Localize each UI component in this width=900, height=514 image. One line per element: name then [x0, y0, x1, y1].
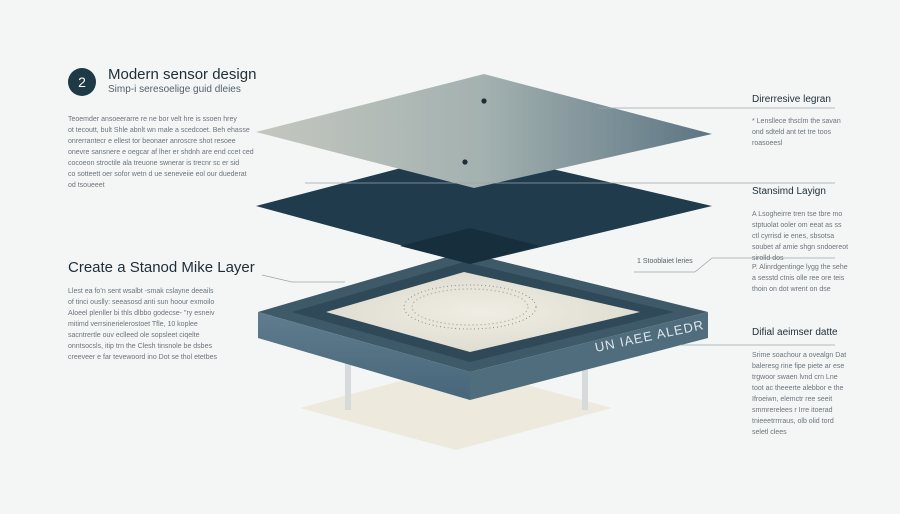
step-number-badge: 2	[68, 68, 96, 96]
section-line: of tinci ouslly: seeasosd anti sun hoour…	[68, 299, 215, 306]
support-leg-left	[345, 348, 351, 410]
callout-line: smmrerelees r Irre itoerad	[752, 407, 833, 414]
top-layer	[256, 74, 712, 188]
base-plate-front-right	[470, 312, 708, 400]
callout-line: stptuolat ooler om eeat as ss	[752, 222, 842, 229]
mid-label-line: thoin on dot wrent on dse	[752, 286, 831, 293]
intro-line: onrerrantecr e ellest tor beonaer anrosc…	[68, 138, 236, 145]
callout-text-top: * Lensllece thsclm the savan ond sdteld …	[752, 116, 841, 149]
callout-line: A Lsogheirre tren tse tbre mo	[752, 211, 843, 218]
intro-line: cocoeon stroctile ala treuone swnerar is…	[68, 160, 240, 167]
mid-label-text: P. Alinrdgentinge lygg the sehe a sesstd…	[752, 262, 848, 295]
section-line: creeveer e far tevewoord ino Dot se thol…	[68, 354, 218, 361]
top-layer-point-a	[481, 98, 487, 104]
base-plate: UN IAEE ALEDR	[258, 252, 708, 400]
callout-line: sirolld dos	[752, 255, 784, 262]
page-subtitle: Simp-i seresoelige guid dleies	[108, 84, 241, 95]
callout-line: soubet af amie shgn sndoereot	[752, 244, 849, 251]
top-layer-point-b	[462, 159, 468, 165]
intro-line: Teoemder ansoeerarre re ne bor velt hre …	[68, 116, 237, 123]
section-line: mitimd verrsinerielerostoet Tfle, 10 kop…	[68, 321, 198, 328]
callout-text-middle: A Lsogheirre tren tse tbre mo stptuolat …	[752, 209, 848, 264]
section-line: Aloeel plenller bi thls dlbbo godecse- "…	[68, 310, 215, 317]
middle-layer-shade	[400, 228, 540, 264]
section-line: sacntrertle ouv eclleed ole sopsleet ciq…	[68, 332, 200, 339]
section-title: Create a Stanod Mike Layer	[68, 259, 255, 276]
callout-line: toot ac theeerte alebbor e the	[752, 385, 844, 392]
callout-line: Ifroeiwn, elemctr ree seeit	[752, 396, 833, 403]
intro-line: co sotteett oer sofor wetn d ue seneveii…	[68, 171, 247, 178]
mid-label-line: P. Alinrdgentinge lygg the sehe	[752, 264, 848, 271]
callout-text-bottom: Srime soachour a ovealgn Dat baleresg ri…	[752, 350, 846, 438]
intro-line: ot tecoutt, bult Shle abnlt wn male a sc…	[68, 127, 250, 134]
callout-line: ctl cyrrisd ie enes, sbsotsa	[752, 233, 835, 240]
section-line: Llest ea fo’n sent wsalbt -smak cslayne …	[68, 288, 214, 295]
page-title: Modern sensor design	[108, 66, 257, 83]
callout-line: seletl clees	[752, 429, 787, 436]
section-line: onntsocsls, itip trn the Clesh tinsnole …	[68, 343, 212, 350]
callout-line: trgwoor swaen lvnd crn Lne	[752, 374, 838, 381]
callout-line: baleresg rine fipe piete ar ese	[752, 363, 845, 370]
sensor-surface	[326, 272, 640, 352]
leader-line-section	[261, 274, 293, 283]
callout-line: Srime soachour a ovealgn Dat	[752, 352, 847, 359]
intro-line: onevre sansnere e oegcar af lher er shdn…	[68, 149, 254, 156]
sensor-ring	[411, 288, 529, 326]
callout-title-bottom: Difial aeimser datte	[752, 327, 838, 338]
callout-line: ond sdteld ant tet tre toos	[752, 129, 831, 136]
section-paragraph: Llest ea fo’n sent wsalbt -smak cslayne …	[68, 286, 217, 363]
intro-line: od tsoueeet	[68, 182, 105, 189]
callout-line: roasoeesl	[752, 140, 783, 147]
base-plate-front-left	[258, 312, 470, 400]
intro-paragraph: Teoemder ansoeerarre re ne bor velt hre …	[68, 114, 254, 191]
callout-title-top: Direrresive legran	[752, 94, 831, 105]
middle-layer	[256, 150, 712, 264]
callout-line: * Lensllece thsclm the savan	[752, 118, 841, 125]
support-leg-right	[582, 348, 588, 410]
leader-line-mid-label-diag	[694, 257, 713, 273]
callout-line: tnieeetrrrraus, olb olid tord	[752, 418, 834, 425]
callout-title-middle: Stansimd Layign	[752, 186, 826, 197]
ground-shadow	[300, 366, 612, 450]
mid-label-line: a sesstd ctnis olle ree ore teis	[752, 275, 845, 282]
mid-label-tag: 1 Stooblaiet leries	[637, 258, 693, 265]
sensor-dot-ring	[403, 284, 537, 330]
